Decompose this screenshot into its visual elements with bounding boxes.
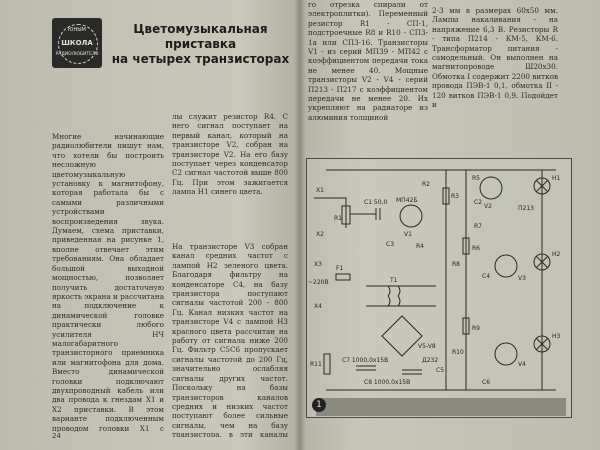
page-number: 24	[52, 432, 61, 440]
label-r5: R5	[472, 175, 480, 182]
label-c3: C3	[386, 241, 394, 248]
input-wire	[314, 197, 347, 228]
label-x4: X4	[314, 303, 322, 310]
label-d232: Д232	[422, 357, 438, 364]
v1-transistor-shape	[399, 204, 423, 228]
label-r7: R7	[474, 223, 482, 230]
label-x1: X1	[316, 187, 324, 194]
label-t1: T1	[389, 277, 398, 284]
logo-text-bottom: РАДИОЛЮБИТЕЛЯ	[55, 52, 99, 57]
label-r2: R2	[422, 181, 430, 188]
c1-capacitor-shape	[375, 208, 381, 220]
logo-text-mid: ШКОЛА	[61, 39, 93, 47]
c7-capacitor-shape	[356, 365, 376, 371]
label-h2: H2	[552, 251, 561, 258]
label-p213: П213	[518, 205, 534, 212]
label-v4: V4	[518, 361, 526, 368]
logo-ring	[58, 24, 98, 64]
label-x3: X3	[314, 261, 322, 268]
logo-text-top: ЮНЫМ	[68, 27, 86, 33]
label-v1: V1	[404, 231, 412, 238]
f1-fuse-shape	[335, 273, 351, 281]
label-c8: C8 1000,0x15В	[364, 379, 410, 386]
label-r4: R4	[416, 243, 424, 250]
title-line-3: на четырех транзисторах	[111, 52, 290, 66]
schematic-frame	[306, 158, 572, 418]
label-r9: R9	[472, 325, 480, 332]
t1-transformer-shape	[387, 285, 401, 307]
r6-resistor-shape	[462, 237, 470, 255]
label-r1: R1	[334, 215, 342, 222]
label-h3: H3	[552, 333, 561, 340]
label-c7: C7 1000,0x15В	[342, 357, 388, 364]
label-r3: R3	[451, 193, 459, 200]
label-c1: C1 50,0	[364, 199, 387, 206]
title-line-2: приставка	[164, 37, 237, 51]
text-column-left-3: На транзисторе V3 собран канал средних ч…	[172, 242, 288, 437]
label-v5-v8: V5-V8	[418, 343, 436, 350]
r11-resistor-shape	[323, 353, 331, 375]
label-r11: R11	[310, 361, 322, 368]
title-line-1: Цветомузыкальная	[133, 22, 268, 36]
text-column-right-1: го отрезка спирали от электроплитки). Пе…	[308, 0, 428, 122]
v2-transistor-shape	[479, 176, 503, 200]
vertical-branches	[445, 170, 543, 390]
label-220v: ~220В	[308, 279, 329, 286]
r9-resistor-shape	[462, 317, 470, 335]
label-v3: V3	[518, 275, 526, 282]
label-c4: C4	[482, 273, 490, 280]
label-f1: F1	[336, 265, 343, 272]
transformer-wires	[366, 285, 436, 307]
text-column-right-2: 2-3 мм в размерах 60х50 мм. Лампы накали…	[432, 6, 558, 110]
v4-transistor-shape	[494, 342, 518, 366]
c8-capacitor-shape	[402, 369, 422, 375]
r3-resistor-shape	[442, 187, 450, 205]
label-x2: X2	[316, 231, 324, 238]
schematic-base-band	[316, 398, 566, 416]
circuit-schematic: X1 X2 X3 X4 C1 50,0 R1 R2 R3 R4 R5 R6 R7…	[308, 169, 561, 391]
figure-number-badge: 1	[312, 398, 326, 412]
label-c2: C2	[474, 199, 482, 206]
text-column-left-1: Многие начинающие радиолюбители пишут на…	[52, 132, 164, 432]
label-r8: R8	[452, 261, 460, 268]
diode-bridge-shape	[381, 315, 423, 357]
label-h1: H1	[552, 175, 561, 182]
label-r6: R6	[472, 245, 480, 252]
label-c6: C6	[482, 379, 490, 386]
article-title: Цветомузыкальная приставка на четырех тр…	[108, 22, 293, 67]
label-c5: C5	[436, 367, 444, 374]
text-column-left-2: лы служит резистор R4. С него сигнал пос…	[172, 112, 288, 197]
label-r10: R10	[452, 349, 464, 356]
label-v2: V2	[484, 203, 492, 210]
school-logo: ЮНЫМ ШКОЛА РАДИОЛЮБИТЕЛЯ	[52, 18, 102, 68]
label-mp42b: МП42Б	[396, 197, 417, 204]
v3-transistor-shape	[494, 254, 518, 278]
r1-resistor-shape	[341, 205, 351, 225]
